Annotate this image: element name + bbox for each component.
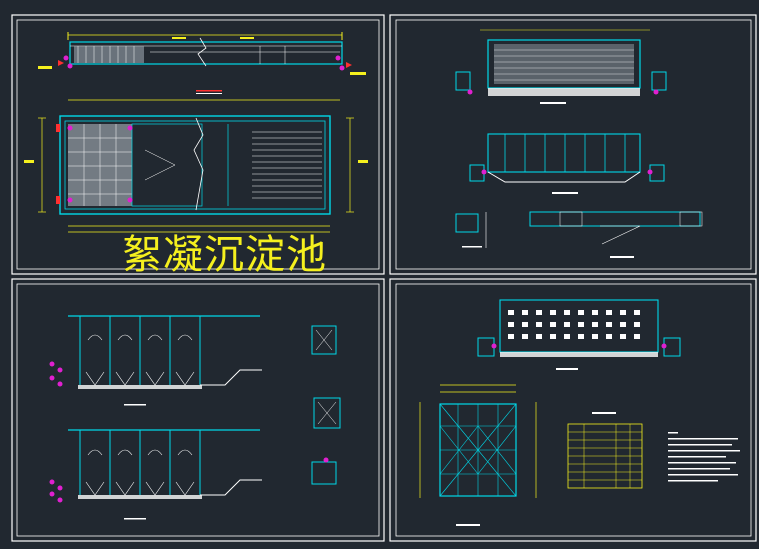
panel-top-right-sections: [455, 29, 703, 258]
drawing-title: 絮凝沉淀池: [122, 232, 327, 278]
panel-bottom-right-sections: [419, 299, 740, 526]
panel-bottom-left-sections: [49, 315, 341, 520]
panel-top-left-section: [24, 32, 368, 233]
panel-frames: [11, 14, 757, 542]
